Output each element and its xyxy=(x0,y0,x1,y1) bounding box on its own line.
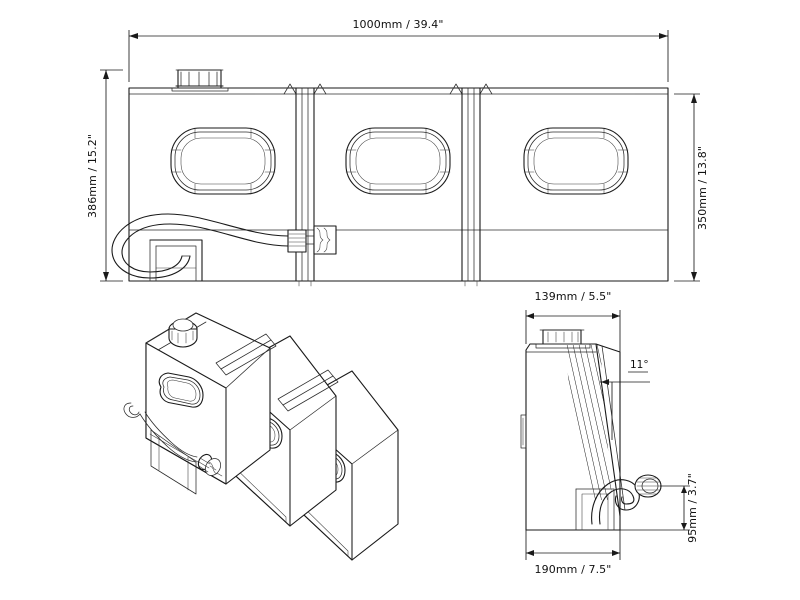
side-mounting-bracket xyxy=(575,488,615,531)
hose-tap-fitting xyxy=(287,225,337,255)
outlet-hose-front xyxy=(111,213,289,282)
dimension-side-top-width-label: 139mm / 5.5" xyxy=(535,290,612,303)
dimension-front-height-right-label: 350mm / 13.8" xyxy=(696,146,709,230)
dimension-front-width-label: 1000mm / 39.4" xyxy=(352,18,443,31)
dimension-front-height-left: 386mm / 15.2" xyxy=(86,69,123,282)
dimension-front-height-left-label: 386mm / 15.2" xyxy=(86,134,99,218)
dimension-front-width: 1000mm / 39.4" xyxy=(128,18,669,82)
dimension-side-top-width: 139mm / 5.5" xyxy=(525,290,621,352)
iso-seam-caps xyxy=(215,333,339,412)
iso-hose-assembly xyxy=(123,402,221,495)
iso-tap-fitting xyxy=(197,453,221,476)
dimension-side-bottom-width: 190mm / 7.5" xyxy=(525,530,621,576)
dimension-front-height-right: 350mm / 13.8" xyxy=(674,93,709,282)
side-filler-cap xyxy=(535,329,591,349)
dimension-side-hose-height: 95mm / 3.7" xyxy=(620,473,699,543)
side-hose-ferrule xyxy=(634,474,662,498)
dimension-taper-angle-label: 11° xyxy=(630,359,649,371)
recessed-panel-module-3 xyxy=(523,127,629,195)
recessed-panel-module-2 xyxy=(345,127,451,195)
recessed-panel-module-1 xyxy=(170,127,276,195)
dimension-side-hose-height-label: 95mm / 3.7" xyxy=(686,473,699,543)
isometric-view xyxy=(123,312,399,561)
dimension-side-bottom-width-label: 190mm / 7.5" xyxy=(535,563,612,576)
module-seam-right xyxy=(449,83,493,287)
side-elevation-view: 139mm / 5.5" 190mm / 7.5" 95mm / 3.7" xyxy=(520,290,699,576)
filler-cap-front xyxy=(171,69,229,92)
front-elevation-view: 1000mm / 39.4" 386mm / 15.2" 350mm / 13.… xyxy=(86,18,709,287)
dimension-taper-angle: 11° xyxy=(600,359,650,440)
iso-filler-cap xyxy=(168,318,198,348)
